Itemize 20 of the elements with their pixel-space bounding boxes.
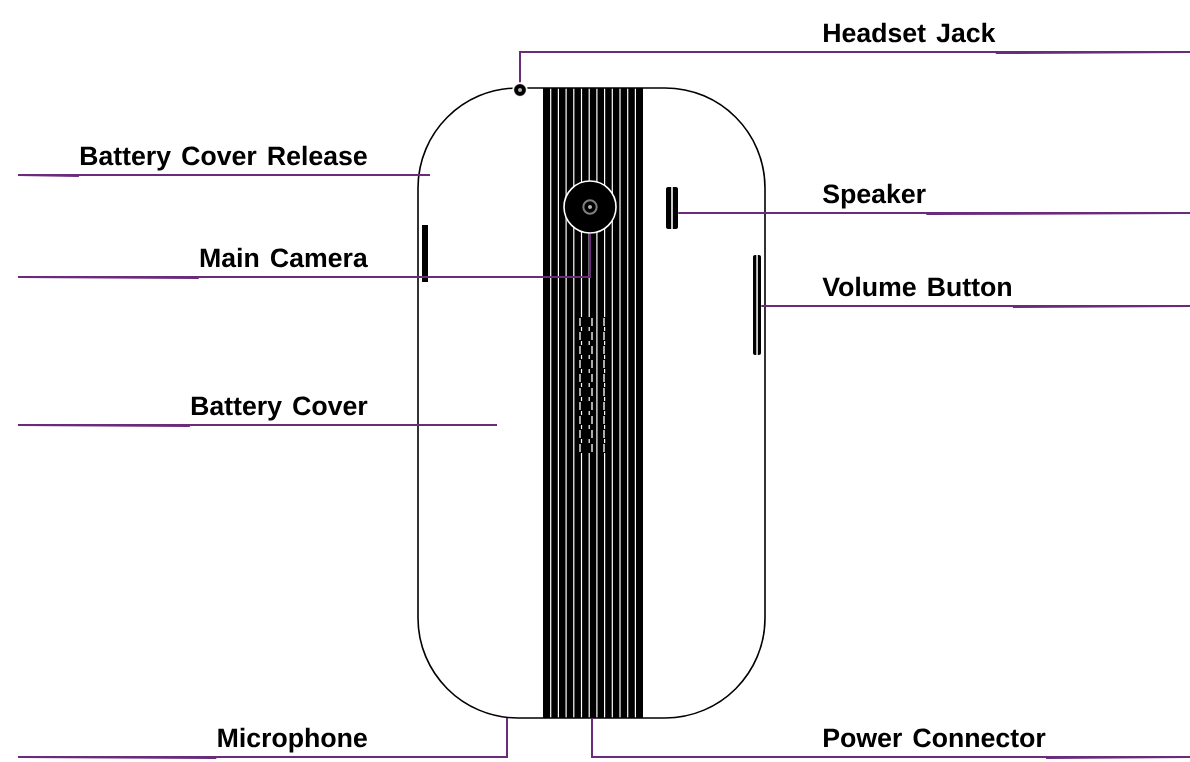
part-label: Headset Jack: [824, 22, 996, 43]
camera-lens: [563, 180, 617, 234]
leader-line: [677, 212, 1190, 215]
side-button: [753, 255, 761, 355]
leader-line: [17, 232, 591, 279]
leader-line: [17, 424, 498, 427]
leader-line: [17, 174, 431, 177]
part-label: Main Camera: [200, 247, 368, 268]
leader-line: [519, 51, 1190, 84]
leader-line: [760, 305, 1190, 308]
jack-hole: [512, 82, 528, 98]
leader-line: [591, 717, 1190, 759]
part-label: Volume Button: [822, 276, 1011, 297]
part-label: Microphone: [218, 727, 367, 753]
part-label: Battery Cover: [191, 396, 368, 421]
part-label: Speaker: [823, 183, 926, 209]
speaker-grille: [666, 187, 678, 229]
leader-line: [17, 717, 508, 759]
part-label: Power Connector: [824, 728, 1046, 748]
part-label: Battery Cover Release: [80, 145, 367, 171]
